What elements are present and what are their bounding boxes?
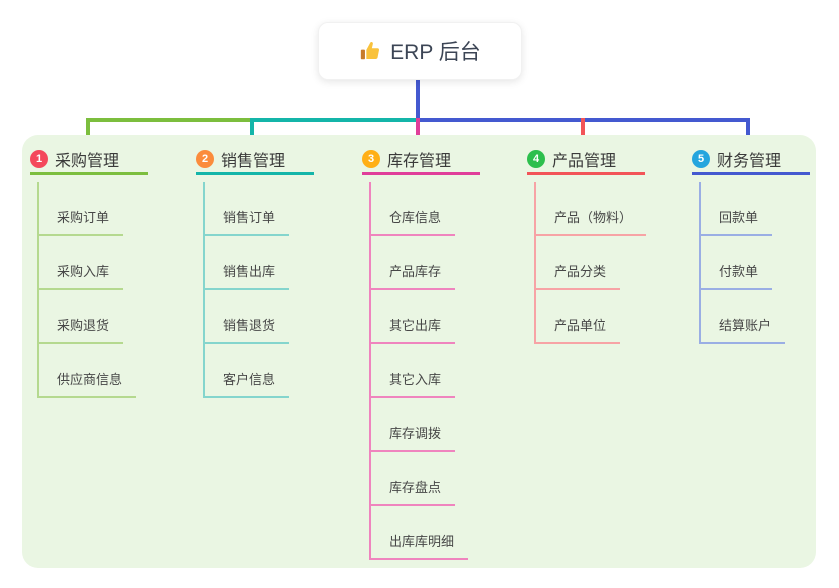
connector-horizontal-left: [86, 118, 252, 122]
node-label: 采购退货: [37, 315, 124, 344]
branch-title: 库存管理: [387, 152, 452, 170]
branch-title: 采购管理: [55, 152, 120, 170]
branch-sales: 2 销售管理 销售订单 销售出库 销售退货 客户信息: [196, 149, 346, 398]
node-label: 销售退货: [203, 315, 290, 344]
root-title: ERP 后台: [390, 41, 481, 64]
node-label: 其它入库: [369, 369, 456, 398]
branch-title: 销售管理: [221, 152, 286, 170]
node-label: 产品库存: [369, 261, 456, 290]
mindmap-node[interactable]: 采购订单: [37, 182, 136, 236]
mindmap-node[interactable]: 回款单: [699, 182, 785, 236]
mindmap-node[interactable]: 销售出库: [203, 236, 290, 290]
mindmap-node[interactable]: 产品分类: [534, 236, 646, 290]
root-node[interactable]: ERP 后台: [318, 22, 522, 80]
node-label: 产品单位: [534, 315, 621, 344]
branch-title: 产品管理: [552, 152, 617, 170]
thumbs-up-icon: [361, 42, 380, 60]
mindmap-node[interactable]: 产品单位: [534, 290, 646, 344]
mindmap-node[interactable]: 出库库明细: [369, 506, 469, 560]
branch-inventory-items: 仓库信息 产品库存 其它出库 其它入库 库存调拨 库存盘点 出库库明细: [369, 182, 469, 560]
branch-number-badge: 5: [692, 149, 710, 168]
node-label: 库存盘点: [369, 477, 456, 506]
node-label: 销售订单: [203, 207, 290, 236]
branch-finance-items: 回款单 付款单 结算账户: [699, 182, 786, 344]
node-label: 出库库明细: [369, 531, 469, 560]
branches-panel: [22, 135, 816, 568]
mindmap-node[interactable]: 仓库信息: [369, 182, 468, 236]
node-label: 采购入库: [37, 261, 124, 290]
branch-number-badge: 3: [362, 149, 380, 168]
mindmap-node[interactable]: 结算账户: [699, 290, 786, 344]
node-label: 付款单: [699, 261, 773, 290]
node-label: 销售出库: [203, 261, 290, 290]
mindmap-node[interactable]: 产品库存: [369, 236, 468, 290]
node-label: 采购订单: [37, 207, 124, 236]
mindmap-node[interactable]: 付款单: [699, 236, 785, 290]
node-label: 产品（物料）: [534, 207, 647, 236]
connector-horizontal-mid: [252, 118, 418, 122]
connector-root-drop: [416, 80, 420, 120]
branch-finance-header[interactable]: 5 财务管理: [692, 149, 810, 175]
branch-purchase: 1 采购管理 采购订单 采购入库 采购退货 供应商信息: [30, 149, 180, 398]
branch-product: 4 产品管理 产品（物料） 产品分类 产品单位: [527, 149, 677, 344]
node-label: 供应商信息: [37, 369, 137, 398]
branch-sales-header[interactable]: 2 销售管理: [196, 149, 314, 175]
mindmap-node[interactable]: 供应商信息: [37, 344, 137, 398]
branch-number-badge: 4: [527, 149, 545, 168]
mindmap-node[interactable]: 客户信息: [203, 344, 290, 398]
node-label: 客户信息: [203, 369, 290, 398]
mindmap-node[interactable]: 库存调拨: [369, 398, 468, 452]
node-label: 结算账户: [699, 315, 786, 344]
branch-number-badge: 1: [30, 149, 48, 168]
branch-title: 财务管理: [717, 152, 782, 170]
branch-sales-items: 销售订单 销售出库 销售退货 客户信息: [203, 182, 290, 398]
branch-finance: 5 财务管理 回款单 付款单 结算账户: [692, 149, 839, 344]
node-label: 其它出库: [369, 315, 456, 344]
mindmap-node[interactable]: 采购退货: [37, 290, 136, 344]
branch-inventory: 3 库存管理 仓库信息 产品库存 其它出库 其它入库 库存调拨 库存盘点 出库库…: [362, 149, 512, 560]
branch-number-badge: 2: [196, 149, 214, 168]
mindmap-node[interactable]: 产品（物料）: [534, 182, 647, 236]
branch-product-items: 产品（物料） 产品分类 产品单位: [534, 182, 647, 344]
branch-product-header[interactable]: 4 产品管理: [527, 149, 645, 175]
mindmap-node[interactable]: 其它出库: [369, 290, 468, 344]
mindmap-node[interactable]: 采购入库: [37, 236, 136, 290]
branch-inventory-header[interactable]: 3 库存管理: [362, 149, 480, 175]
branch-purchase-header[interactable]: 1 采购管理: [30, 149, 148, 175]
node-label: 仓库信息: [369, 207, 456, 236]
mindmap-node[interactable]: 销售退货: [203, 290, 290, 344]
mindmap-node[interactable]: 其它入库: [369, 344, 468, 398]
node-label: 回款单: [699, 207, 773, 236]
node-label: 产品分类: [534, 261, 621, 290]
node-label: 库存调拨: [369, 423, 456, 452]
branch-purchase-items: 采购订单 采购入库 采购退货 供应商信息: [37, 182, 137, 398]
mindmap-node[interactable]: 销售订单: [203, 182, 290, 236]
mindmap-node[interactable]: 库存盘点: [369, 452, 468, 506]
